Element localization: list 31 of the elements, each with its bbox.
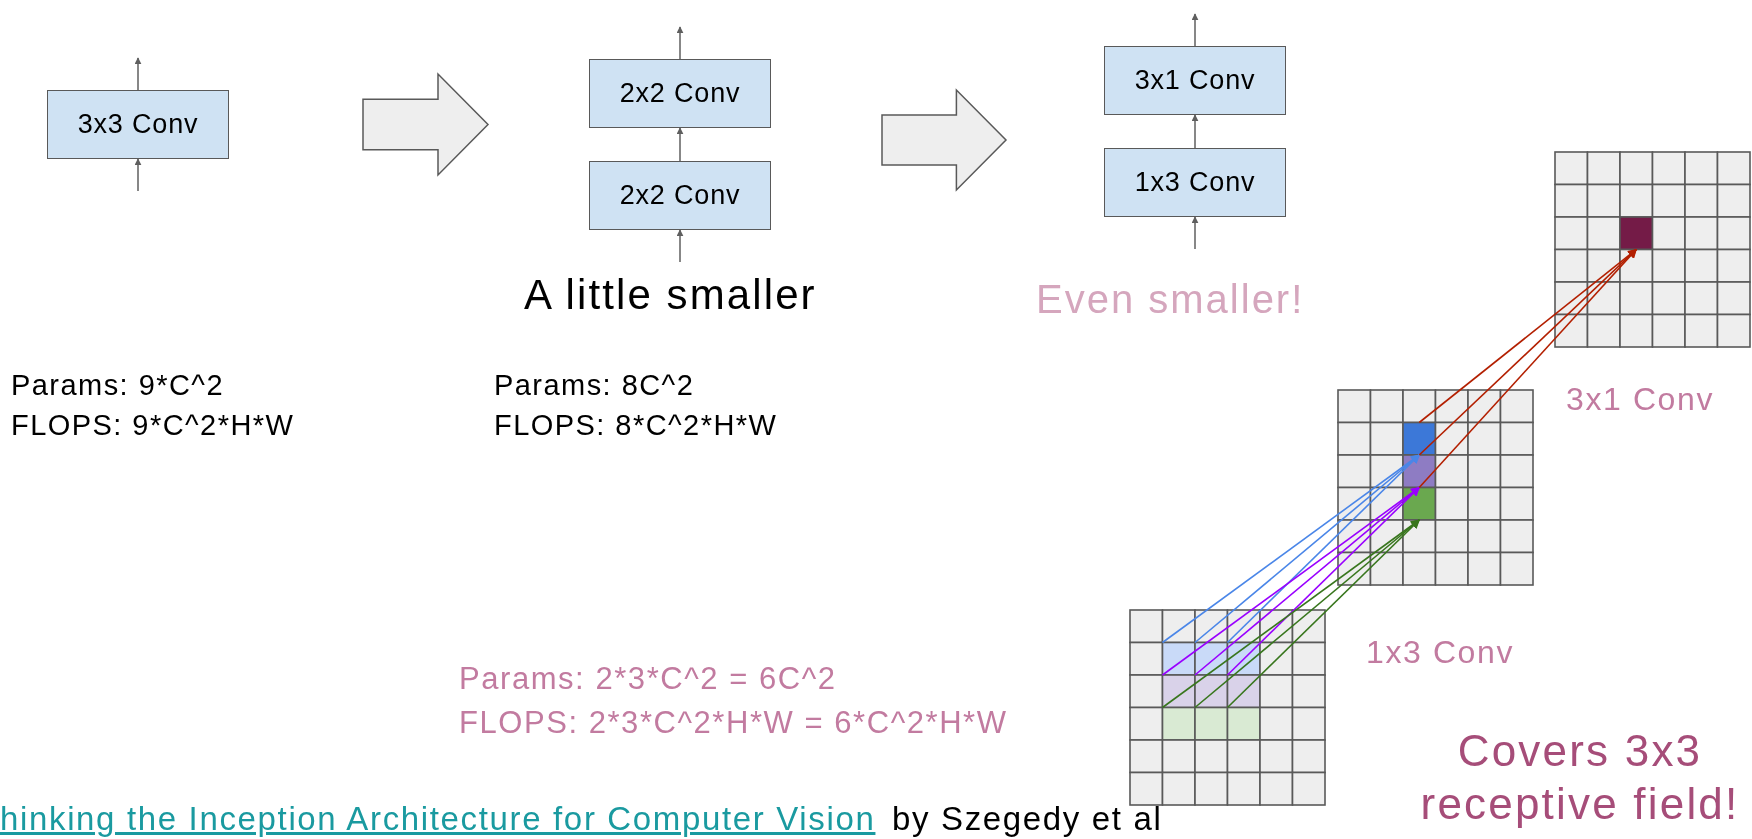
caption-text: FLOPS: 9*C^2*H*W	[11, 408, 295, 443]
arrow	[676, 229, 684, 263]
arrow	[1191, 114, 1199, 149]
caption-text: FLOPS: 2*3*C^2*H*W = 6*C^2*H*W	[459, 704, 1008, 742]
caption-text: Params: 2*3*C^2 = 6C^2	[459, 660, 837, 698]
arrow	[676, 26, 684, 60]
caption-text: by Szegedy et al	[892, 799, 1163, 839]
conv-layer-box	[1104, 148, 1286, 217]
layer-name: 2x2 Conv	[619, 180, 741, 211]
arrow	[676, 127, 684, 162]
caption-text: 3x1 Conv	[1566, 380, 1714, 419]
paper-link: hinking the Inception Architecture for Computer Vision	[0, 799, 876, 839]
caption-text: Params: 9*C^2	[11, 368, 224, 403]
arrow	[134, 57, 142, 91]
layer-name: 1x3 Conv	[1134, 167, 1256, 198]
conv-layer-box	[1104, 46, 1286, 115]
conv-layer-box	[47, 90, 229, 159]
layer-name: 3x1 Conv	[1134, 65, 1256, 96]
caption-text: Params: 8C^2	[494, 368, 695, 403]
arrow	[1191, 13, 1199, 47]
layer-name: 2x2 Conv	[619, 78, 741, 109]
caption-text: FLOPS: 8*C^2*H*W	[494, 408, 778, 443]
caption-text: 1x3 Conv	[1366, 633, 1514, 672]
conv-layer-box	[589, 59, 771, 128]
layer-name: 3x3 Conv	[77, 109, 199, 140]
caption-text: A little smaller	[524, 270, 817, 320]
conv-layer-box	[589, 161, 771, 230]
caption-text: Covers 3x3 receptive field!	[1419, 725, 1741, 830]
arrow	[134, 158, 142, 192]
caption-text: Even smaller!	[1036, 276, 1305, 323]
arrow	[1191, 216, 1199, 250]
